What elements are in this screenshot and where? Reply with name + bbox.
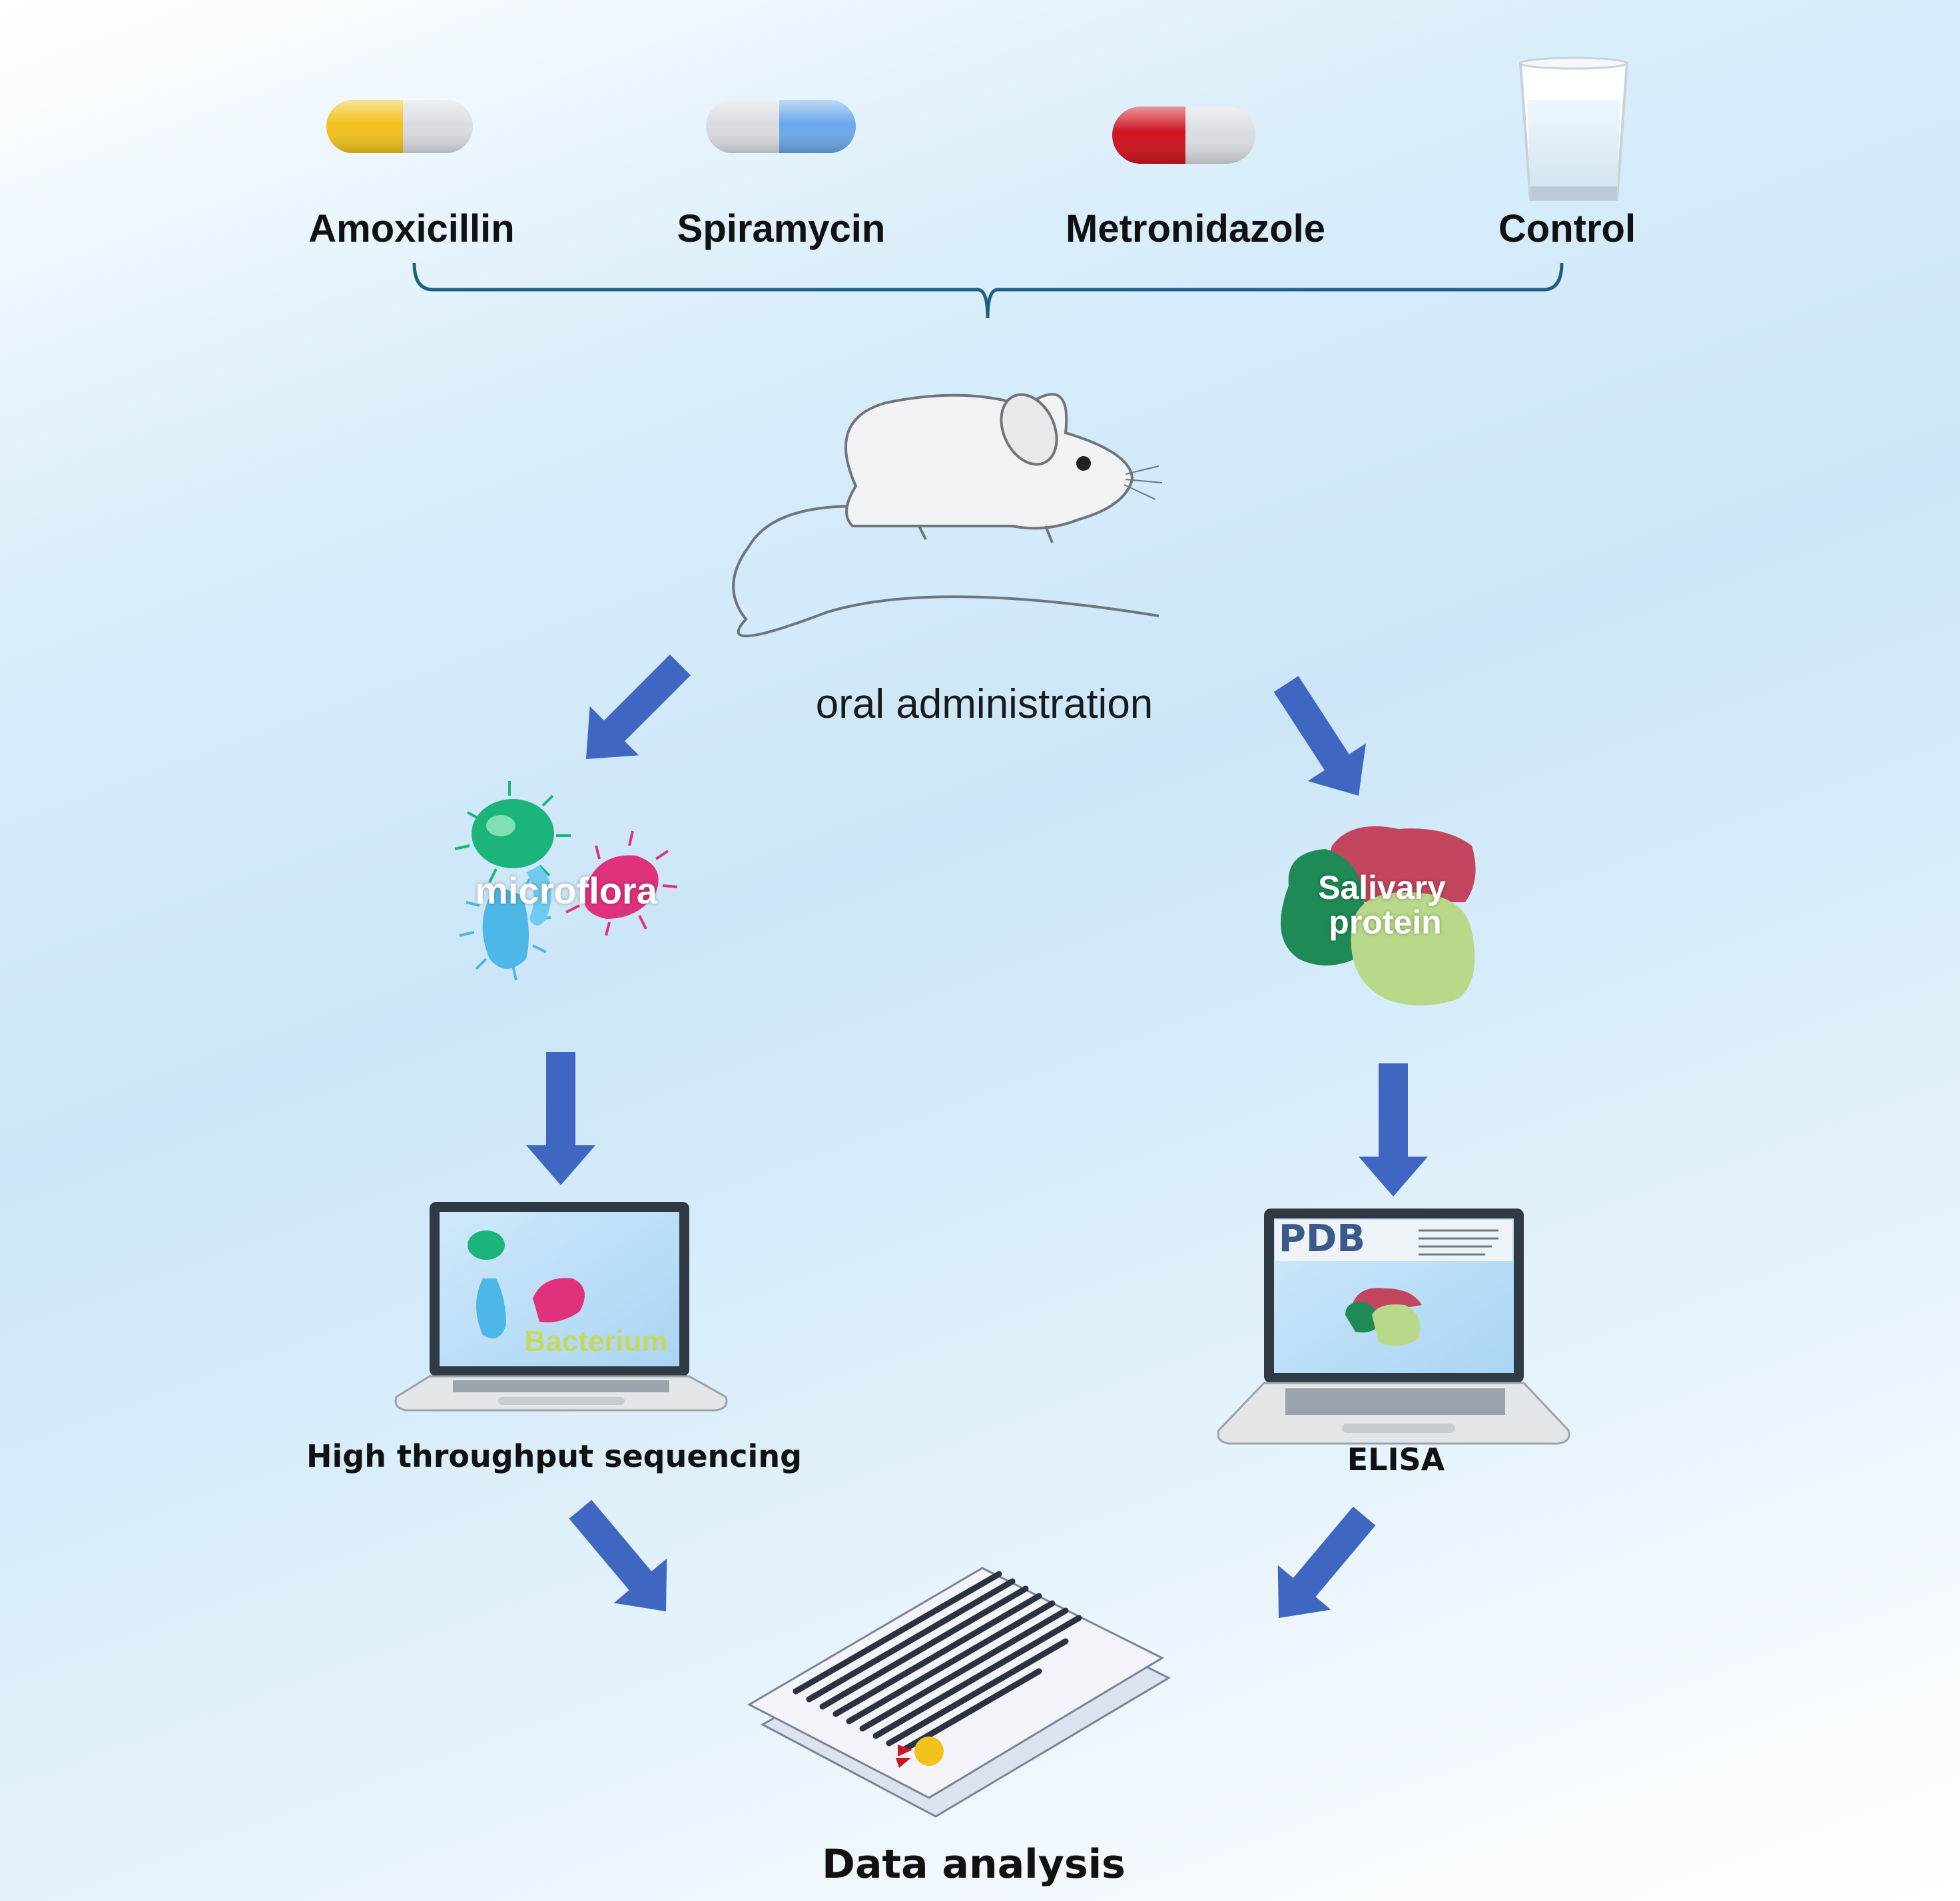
- spiramycin-capsule-icon: [706, 100, 856, 153]
- water-glass-icon: [1518, 57, 1629, 201]
- salivary-protein-label-line1: Salivary: [1318, 869, 1446, 906]
- arrow-mouse-to-protein: [1257, 665, 1388, 815]
- method-label-sequencing: High throughput sequencing: [306, 1438, 802, 1474]
- sequencing-laptop-icon: [394, 1202, 728, 1412]
- salivary-protein-icon: [1281, 826, 1476, 1005]
- microflora-bacteria-icon: [454, 781, 678, 981]
- salivary-protein-label-line2: protein: [1329, 904, 1442, 941]
- method-label-elisa: ELISA: [1347, 1442, 1445, 1478]
- data-analysis-documents-icon: [747, 1567, 1171, 1818]
- arrow-microflora-to-sequencing: [526, 1052, 595, 1185]
- arrow-mouse-to-microflora: [561, 640, 705, 784]
- elisa-laptop-icon: [1217, 1209, 1570, 1445]
- arrow-protein-to-elisa: [1359, 1063, 1428, 1197]
- bacterium-screen-label: Bacterium: [524, 1325, 668, 1358]
- mouse-icon: [732, 393, 1163, 638]
- group-bracket: [412, 262, 1564, 319]
- pdb-logo: PDB: [1278, 1217, 1366, 1260]
- process-label: oral administration: [815, 681, 1153, 727]
- group-label-amoxicillin: Amoxicillin: [308, 207, 515, 250]
- group-label-metronidazole: Metronidazole: [1066, 207, 1325, 250]
- group-label-control: Control: [1498, 207, 1636, 250]
- metronidazole-capsule-icon: [1112, 107, 1255, 164]
- flow-arrows: [526, 640, 1428, 1641]
- amoxicillin-capsule-icon: [326, 100, 473, 153]
- arrow-elisa-to-analysis: [1252, 1494, 1391, 1641]
- arrow-sequencing-to-analysis: [553, 1487, 693, 1634]
- group-label-spiramycin: Spiramycin: [677, 207, 886, 250]
- result-label: Data analysis: [822, 1841, 1126, 1888]
- microflora-label: microflora: [475, 870, 657, 912]
